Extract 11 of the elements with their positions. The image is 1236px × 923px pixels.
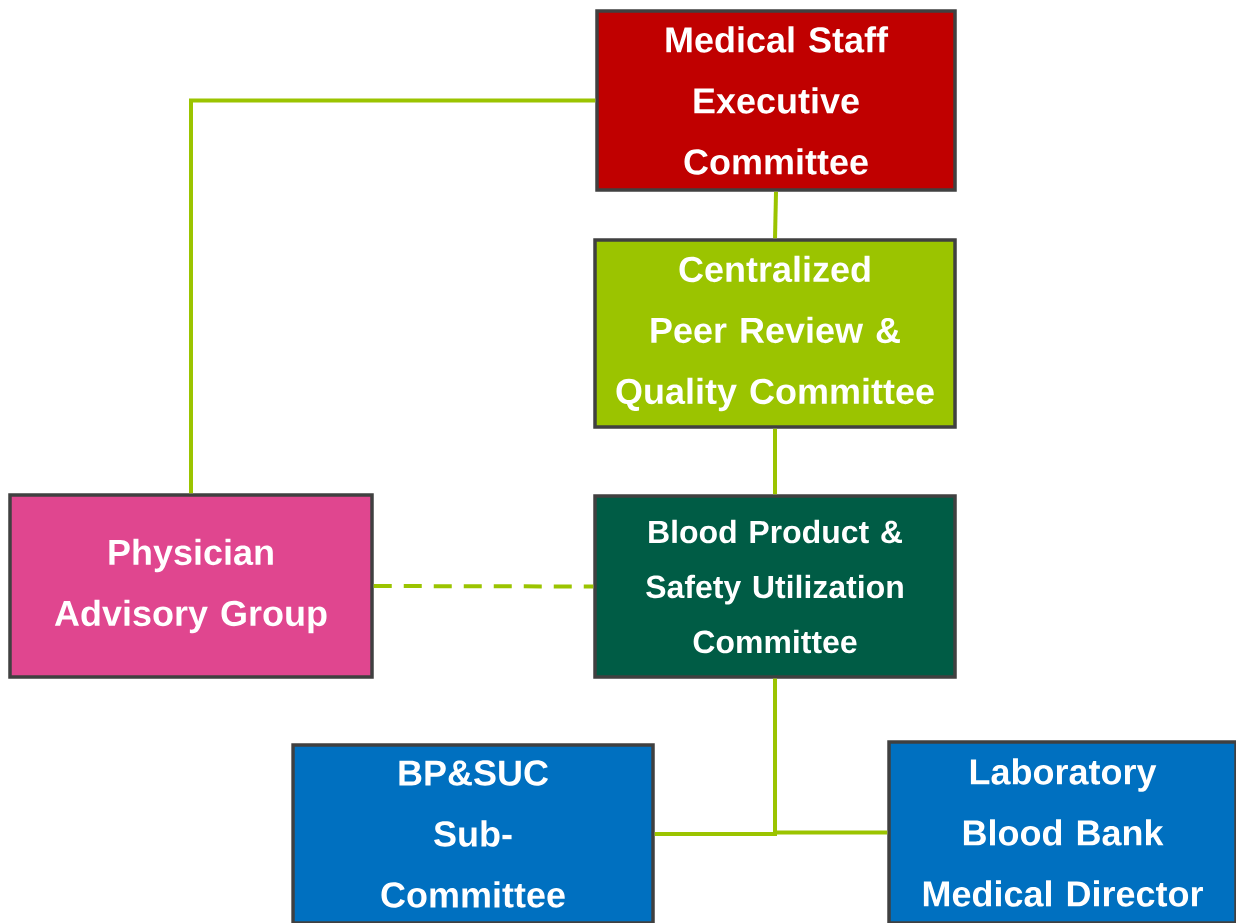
committee-box: Blood Product & Safety Utilization Committee	[593, 494, 957, 679]
committee-box: Medical Staff Executive Committee	[595, 9, 957, 192]
connector-line	[773, 678, 888, 835]
connector-line	[773, 191, 778, 239]
committee-box: Centralized Peer Review & Quality Committee	[593, 238, 957, 429]
connector-line	[373, 584, 594, 589]
committee-box: BP&SUC Sub-Committee	[291, 743, 655, 923]
committee-box: Laboratory Blood Bank Medical Director	[887, 740, 1236, 923]
connector-line	[773, 428, 777, 495]
committee-box: Physician Advisory Group	[8, 493, 374, 679]
connector-line	[189, 98, 596, 494]
